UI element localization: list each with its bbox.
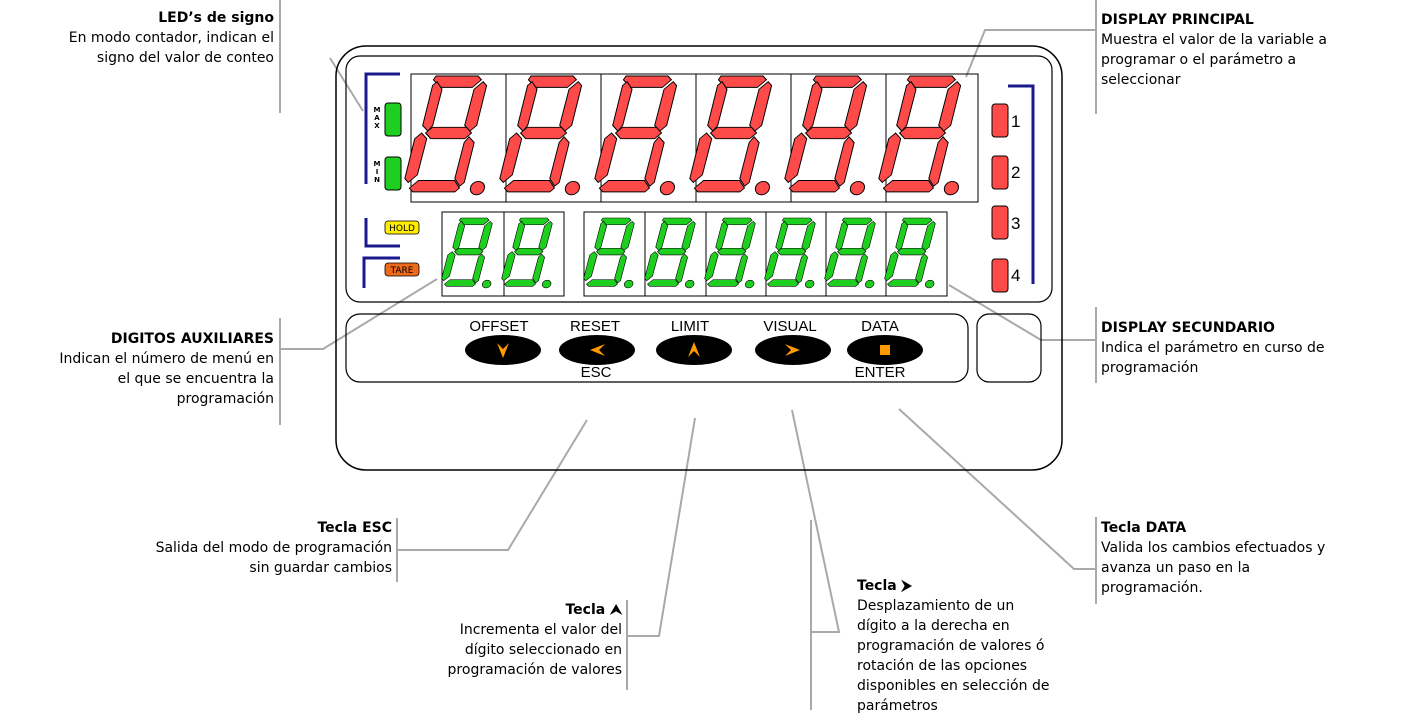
key-label-visual: VISUAL	[763, 318, 816, 335]
aux-display	[441, 211, 565, 297]
callout-desc: Indican el número de menú en el que se e…	[59, 351, 274, 407]
hold-indicator	[384, 220, 420, 235]
key-label-reset: RESET	[570, 318, 620, 335]
main-digit-3	[591, 75, 692, 196]
main-digit-6	[875, 75, 976, 196]
relay-led-3	[991, 205, 1009, 240]
chevron-left-icon	[590, 344, 605, 356]
tare-indicator	[384, 262, 420, 277]
key-visual-right[interactable]	[755, 335, 831, 365]
key-offset[interactable]	[465, 335, 541, 365]
key-label-limit: LIMIT	[671, 318, 709, 335]
relay-label-2: 2	[1011, 163, 1020, 182]
led-min-label-m: M	[374, 160, 381, 168]
callout-desc: Salida del modo de programación sin guar…	[155, 540, 392, 576]
tare-label: TARE	[390, 266, 414, 276]
display-window	[345, 55, 1053, 303]
relay-led-4	[991, 258, 1009, 293]
leader-lines	[279, 0, 1097, 710]
callout-title: Tecla ⮞	[857, 578, 912, 594]
callout-title: Tecla DATA	[1101, 520, 1187, 536]
sec-digit-4	[762, 217, 825, 289]
key-reset-esc[interactable]	[559, 335, 635, 365]
callout-display-principal: DISPLAY PRINCIPAL Muestra el valor de la…	[1101, 10, 1401, 90]
callout-desc: Indica el parámetro en curso de programa…	[1101, 340, 1325, 376]
key-label-data: DATA	[861, 318, 899, 335]
callout-display-secundario: DISPLAY SECUNDARIO Indica el parámetro e…	[1101, 318, 1407, 378]
aux-digit-1	[439, 217, 502, 289]
callout-tecla-right: Tecla ⮞ Desplazamiento de un dígito a la…	[857, 576, 1087, 716]
callout-desc: Valida los cambios efectuados y avanza u…	[1101, 540, 1326, 596]
callout-tecla-data: Tecla DATA Valida los cambios efectuados…	[1101, 518, 1407, 598]
led-max-label-a: A	[374, 114, 380, 122]
secondary-display	[583, 211, 948, 297]
callout-title: Tecla ESC	[317, 520, 392, 536]
key-label-esc: ESC	[581, 364, 612, 381]
led-max-label-m: M	[374, 106, 381, 114]
secondary-digits	[581, 217, 945, 289]
main-digit-4	[686, 75, 787, 196]
callout-title: DISPLAY SECUNDARIO	[1101, 320, 1275, 336]
hold-label: HOLD	[389, 224, 415, 234]
chevron-right-icon	[785, 344, 800, 356]
relay-label-1: 1	[1011, 112, 1020, 131]
sec-digit-6	[882, 217, 945, 289]
led-min-label-i: I	[376, 168, 379, 176]
main-digit-1	[401, 75, 502, 196]
label-window	[976, 313, 1042, 383]
key-label-offset: OFFSET	[469, 318, 528, 335]
callout-desc: Muestra el valor de la variable a progra…	[1101, 32, 1327, 88]
chevron-up-icon	[688, 342, 700, 357]
device-bezel	[335, 45, 1063, 471]
led-max	[384, 102, 402, 137]
main-digit-2	[496, 75, 597, 196]
aux-digits	[439, 217, 562, 289]
sec-digit-3	[702, 217, 765, 289]
square-icon	[880, 345, 890, 355]
relay-label-3: 3	[1011, 214, 1020, 233]
callout-title: DIGITOS AUXILIARES	[110, 331, 274, 347]
relay-label-4: 4	[1011, 266, 1020, 285]
relay-leds	[991, 103, 1009, 293]
sec-digit-2	[642, 217, 705, 289]
callout-leds-signo: LED’s de signo En modo contador, indican…	[0, 8, 274, 68]
relay-led-2	[991, 155, 1009, 190]
key-data-enter[interactable]	[847, 335, 923, 365]
keypad-panel	[345, 313, 969, 383]
main-display	[410, 73, 979, 203]
callout-title: LED’s de signo	[158, 10, 274, 26]
callout-desc: Desplazamiento de un dígito a la derecha…	[857, 598, 1050, 714]
led-min-label-n: N	[374, 176, 380, 184]
led-min	[384, 156, 402, 191]
relay-led-1	[991, 103, 1009, 138]
led-max-label-x: X	[374, 122, 380, 130]
callout-tecla-esc: Tecla ESC Salida del modo de programació…	[100, 518, 392, 578]
callout-digitos-auxiliares: DIGITOS AUXILIARES Indican el número de …	[0, 329, 274, 409]
key-label-enter: ENTER	[855, 364, 906, 381]
callout-desc: En modo contador, indican el signo del v…	[68, 30, 274, 66]
callout-title: Tecla ⮝	[565, 602, 622, 618]
aux-digit-2	[499, 217, 562, 289]
main-digits	[401, 75, 976, 196]
key-limit-up[interactable]	[656, 335, 732, 365]
main-digit-5	[781, 75, 882, 196]
indicator-brackets	[362, 72, 1035, 288]
callout-tecla-up: Tecla ⮝ Incrementa el valor del dígito s…	[360, 600, 622, 680]
callout-desc: Incrementa el valor del dígito seleccion…	[447, 622, 622, 678]
sec-digit-5	[822, 217, 885, 289]
sec-digit-1	[581, 217, 644, 289]
callout-title: DISPLAY PRINCIPAL	[1101, 12, 1254, 28]
chevron-down-icon	[497, 343, 509, 358]
